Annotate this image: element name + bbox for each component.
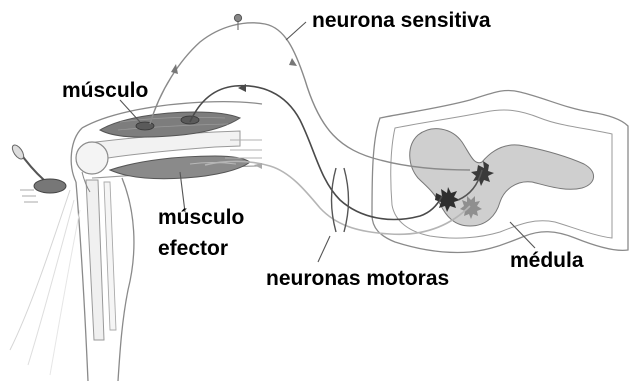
calf-back bbox=[118, 178, 134, 381]
nerve-bundle-clamp-1 bbox=[332, 168, 337, 232]
tibia bbox=[86, 180, 104, 340]
spinal-cord bbox=[372, 90, 628, 252]
shin-front bbox=[76, 182, 88, 381]
label-motor-neurons: neuronas motoras bbox=[266, 268, 449, 289]
muscle-spindle-1 bbox=[136, 122, 154, 130]
patella bbox=[76, 142, 108, 174]
label-effector-muscle-line1: músculo bbox=[158, 207, 244, 228]
hammer-motion-lines bbox=[20, 190, 38, 202]
sensory-arrow-1 bbox=[171, 64, 178, 74]
label-muscle: músculo bbox=[62, 80, 148, 101]
label-effector-muscle-line2: efector bbox=[158, 238, 228, 259]
leader-sensory bbox=[286, 22, 306, 40]
hammer-head bbox=[34, 179, 66, 193]
neuron-cell-body-icon bbox=[234, 14, 241, 21]
sensory-arrow-2 bbox=[289, 58, 297, 66]
nerve-bundle-clamp-2 bbox=[344, 168, 349, 232]
hammer-handle-tip bbox=[10, 143, 26, 161]
label-sensory-neuron: neurona sensitiva bbox=[312, 10, 491, 31]
leg-motion-ghost-2 bbox=[28, 200, 74, 365]
reflex-hammer-icon bbox=[10, 143, 66, 202]
leader-motor bbox=[318, 236, 330, 262]
muscle-spindle-2 bbox=[181, 116, 199, 124]
label-spinal-cord: médula bbox=[510, 250, 584, 271]
fibula bbox=[104, 182, 116, 330]
